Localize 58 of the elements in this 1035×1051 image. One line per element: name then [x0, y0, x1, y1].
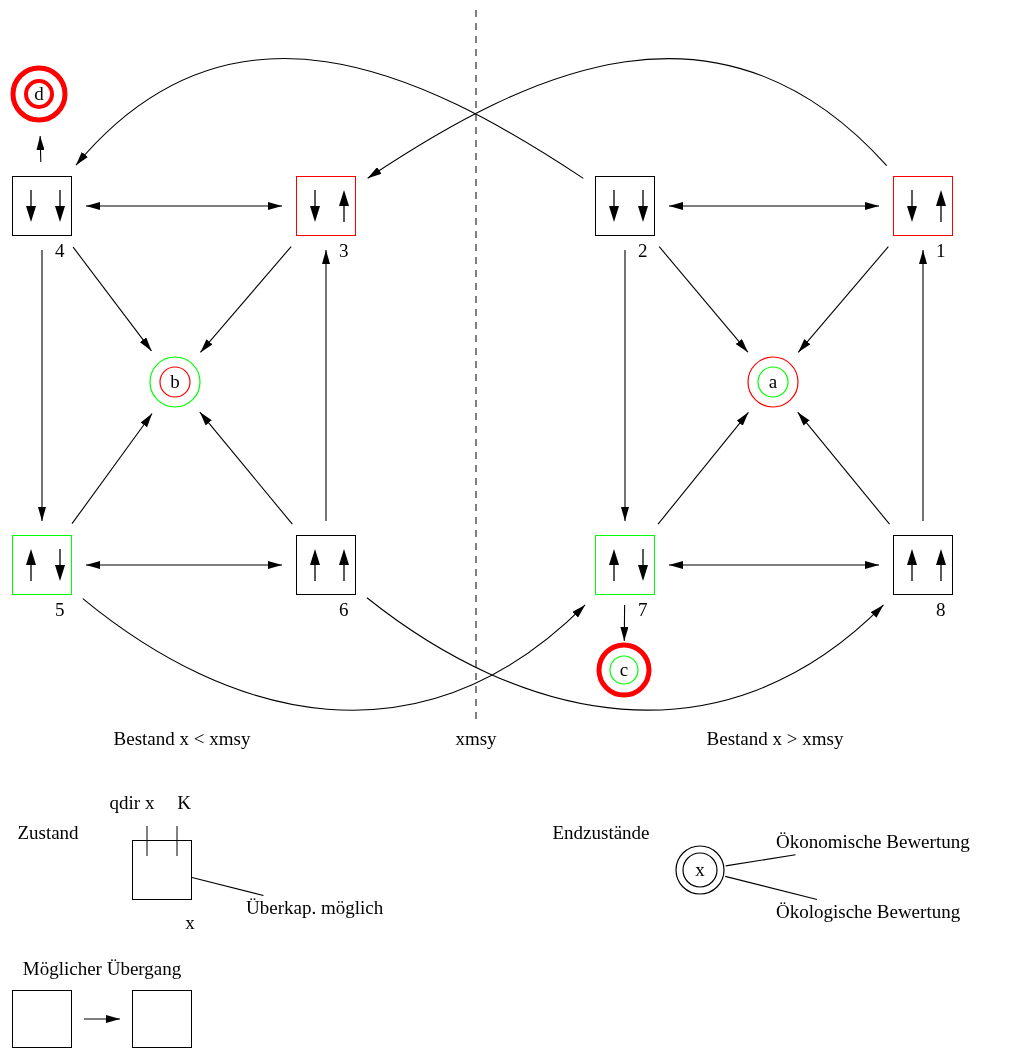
arrow	[85, 202, 283, 210]
state-box	[132, 990, 192, 1048]
leader-line	[724, 875, 818, 901]
annotation-text: Ökologische Bewertung	[776, 901, 961, 922]
state-number: 1	[936, 241, 946, 260]
arrow	[919, 249, 927, 522]
arrow	[82, 598, 586, 711]
arrow	[71, 413, 153, 525]
arrow	[620, 604, 629, 642]
state-number: 4	[55, 241, 65, 260]
label-text: Bestand x < xmsy	[113, 728, 251, 748]
end-state-circle	[595, 641, 653, 699]
end-state-circle	[744, 353, 802, 411]
arrow	[322, 249, 330, 522]
label-text: xmsy	[455, 728, 497, 748]
arrow	[668, 202, 880, 210]
label-text: Möglicher Übergang	[22, 958, 182, 978]
label-text: Bestand x > xmsy	[706, 728, 844, 748]
end-state-letter: b	[170, 372, 180, 392]
label-text: x	[185, 912, 195, 932]
state-number: 2	[638, 241, 648, 260]
arrow	[657, 411, 750, 525]
label-text: Zustand	[17, 822, 79, 842]
leader-line	[191, 877, 265, 897]
annotation-text: Ökonomische Bewertung	[776, 831, 970, 852]
state-box	[12, 990, 72, 1048]
annotation-text: Überkap. möglich	[246, 897, 384, 918]
arrow	[85, 561, 283, 569]
arrow	[366, 597, 884, 711]
end-state-letter: c	[619, 660, 629, 680]
end-state-circle	[146, 353, 204, 411]
arrow	[199, 246, 292, 353]
arrow	[36, 135, 45, 163]
arrow	[621, 249, 629, 522]
leader-line	[725, 854, 797, 867]
end-state-circle	[9, 64, 69, 124]
arrow	[72, 246, 153, 352]
arrow	[668, 561, 880, 569]
arrow	[199, 411, 293, 525]
label-text: Endzustände	[552, 822, 650, 842]
state-number: 6	[339, 600, 349, 619]
state-number: 3	[339, 241, 349, 260]
end-state-letter: d	[34, 84, 44, 104]
end-state-circle	[672, 842, 728, 898]
arrow	[367, 57, 888, 179]
arrow	[75, 57, 584, 179]
arrow	[797, 411, 891, 525]
arrow	[658, 246, 749, 353]
end-state-letter: a	[768, 372, 778, 392]
arrow	[83, 1015, 121, 1023]
arrow	[38, 249, 46, 522]
state-number: 5	[55, 600, 65, 619]
label-text: qdir x	[109, 792, 155, 812]
end-state-letter: x	[695, 860, 705, 880]
state-number: 8	[936, 600, 946, 619]
label-text: K	[177, 792, 191, 812]
state-number: 7	[638, 600, 648, 619]
arrow	[797, 246, 889, 353]
